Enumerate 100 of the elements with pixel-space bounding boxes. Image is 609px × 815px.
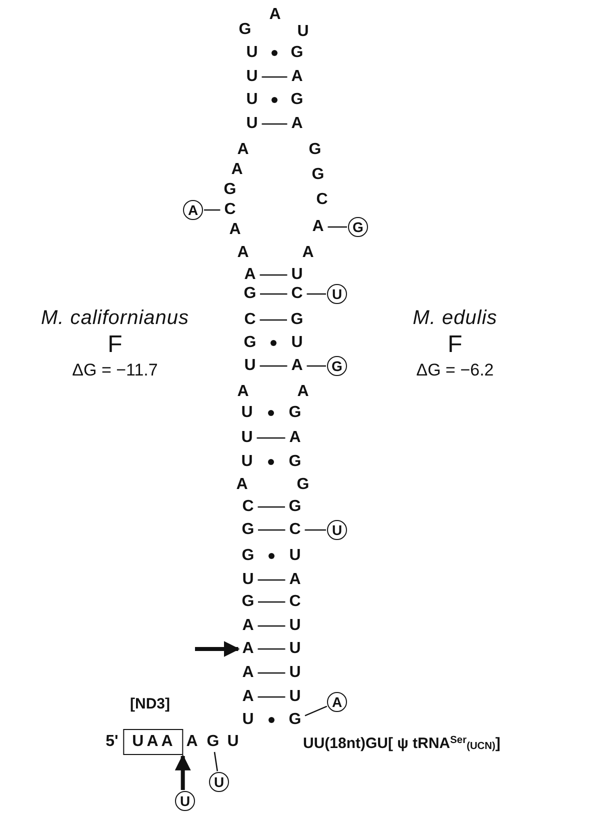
nucleotide-letter: C — [244, 312, 256, 328]
nucleotide-letter: C — [224, 202, 236, 218]
nucleotide-letter: A — [231, 162, 243, 178]
nucleotide-letter: G — [242, 594, 254, 610]
nucleotide-letter: A — [289, 430, 301, 446]
nucleotide-letter: A — [236, 477, 248, 493]
leader-line — [214, 752, 218, 772]
base-pair-line — [262, 76, 288, 78]
nucleotide-letter: G — [290, 92, 304, 108]
base-pair-line — [260, 293, 288, 295]
nucleotide-letter: A — [291, 358, 303, 374]
nucleotide-letter: U — [246, 69, 258, 85]
arrow — [174, 754, 191, 790]
variant-circle: G — [348, 217, 368, 237]
nucleotide-letter: U — [246, 116, 258, 132]
variant-circle: A — [327, 692, 347, 712]
nucleotide-letter: A — [237, 142, 249, 158]
nucleotide-letter: G — [224, 182, 236, 198]
nucleotide-letter: A — [291, 116, 303, 132]
nucleotide-letter: U — [289, 689, 301, 705]
stop-codon-box: UAA — [123, 729, 183, 755]
nucleotide-letter: G — [288, 405, 302, 421]
leader-line — [306, 365, 326, 367]
nucleotide-letter: G — [244, 335, 256, 351]
gene-label: [ND3] — [130, 696, 170, 712]
nucleotide-letter: U — [242, 712, 254, 728]
nucleotide-letter: U — [289, 641, 301, 657]
nucleotide-letter: A — [242, 641, 254, 657]
variant-circle: A — [183, 200, 203, 220]
nucleotide-letter: U — [246, 92, 258, 108]
leader-line — [204, 209, 220, 211]
nucleotide-letter: A — [242, 618, 254, 634]
nucleotide-letter: U — [241, 454, 253, 470]
base-pair-line — [258, 672, 286, 674]
nucleotide-letter: U — [291, 335, 303, 351]
base-pair-line — [260, 274, 288, 276]
variant-circle: U — [327, 520, 347, 540]
nucleotide-letter: U — [227, 734, 239, 750]
base-pair-line — [258, 579, 286, 581]
sequence-text: UU(18nt)GU[ ψ tRNA$^{Ser}$$_{(UCN)}$] — [303, 736, 500, 752]
nucleotide-letter: G — [244, 286, 256, 302]
nucleotide-letter: A — [186, 734, 198, 750]
nucleotide-letter: U — [291, 267, 303, 283]
species-name: M. edulis — [412, 308, 498, 328]
nucleotide-letter: A — [312, 219, 324, 235]
nucleotide-letter: A — [291, 69, 303, 85]
variant-circle: G — [327, 356, 347, 376]
structure-label: F — [108, 333, 122, 357]
nucleotide-letter: U — [242, 572, 254, 588]
nucleotide-letter: C — [242, 499, 254, 515]
leader-line — [304, 529, 326, 531]
nucleotide-letter: U — [289, 548, 301, 564]
base-pair-line — [258, 696, 286, 698]
leader-line — [306, 293, 326, 295]
nucleotide-letter: U — [289, 618, 301, 634]
nucleotide-letter: U — [246, 45, 258, 61]
nucleotide-letter: A — [289, 572, 301, 588]
nucleotide-letter: C — [289, 522, 301, 538]
nucleotide-letter: A — [229, 222, 241, 238]
nucleotide-letter: A — [297, 384, 309, 400]
base-pair-line — [256, 437, 286, 439]
nucleotide-letter: G — [242, 522, 254, 538]
leader-line — [328, 226, 347, 228]
free-energy-value: ΔG = −6.2 — [416, 362, 494, 378]
nucleotide-letter: A — [242, 689, 254, 705]
base-pair-line — [260, 319, 287, 321]
nucleotide-letter: C — [291, 286, 303, 302]
nucleotide-letter: G — [312, 167, 324, 183]
nucleotide-letter: G — [290, 45, 304, 61]
base-pair-line — [258, 529, 286, 531]
arrow — [195, 641, 240, 657]
strand-end-label: 5' — [106, 734, 118, 750]
nucleotide-letter: A — [237, 384, 249, 400]
base-pair-line — [262, 123, 288, 125]
nucleotide-letter: U — [241, 405, 253, 421]
base-pair-line — [258, 601, 286, 603]
nucleotide-letter: C — [316, 192, 328, 208]
nucleotide-letter: G — [206, 734, 220, 750]
base-pair-line — [258, 506, 285, 508]
nucleotide-letter: G — [290, 312, 304, 328]
species-name: M. californianus — [40, 308, 190, 328]
nucleotide-letter: G — [238, 22, 252, 38]
nucleotide-letter: U — [244, 358, 256, 374]
base-pair-line — [260, 365, 288, 367]
structure-label: F — [448, 333, 462, 357]
nucleotide-letter: U — [241, 430, 253, 446]
nucleotide-letter: G — [242, 548, 254, 564]
variant-circle: U — [175, 791, 195, 811]
nucleotide-letter: U — [289, 665, 301, 681]
nucleotide-letter: A — [242, 665, 254, 681]
leader-line — [304, 706, 328, 716]
free-energy-value: ΔG = −11.7 — [72, 362, 158, 378]
nucleotide-letter: G — [288, 712, 302, 728]
nucleotide-letter: G — [308, 142, 322, 158]
nucleotide-letter: G — [296, 477, 310, 493]
nucleotide-letter: G — [288, 454, 302, 470]
variant-circle: U — [209, 772, 229, 792]
nucleotide-letter: A — [269, 7, 281, 23]
nucleotide-letter: U — [297, 24, 309, 40]
nucleotide-letter: C — [289, 594, 301, 610]
